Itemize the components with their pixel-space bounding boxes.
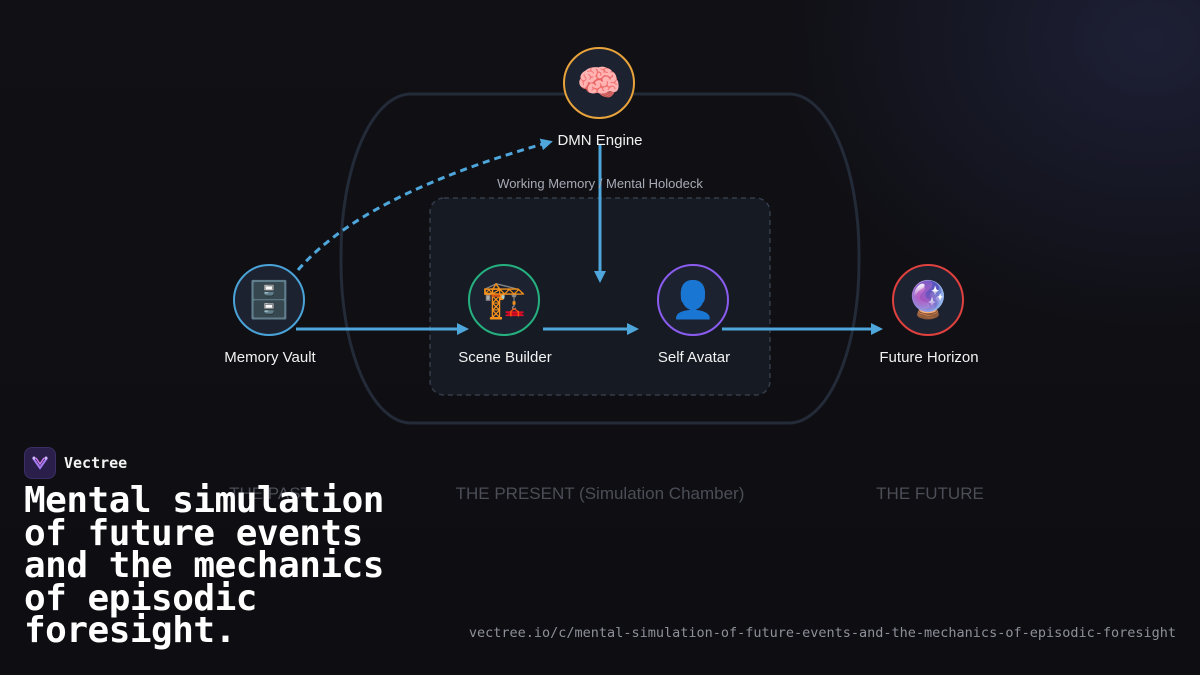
- brain-icon: 🧠: [576, 63, 622, 104]
- file-cabinet-icon: 🗄️: [246, 280, 292, 321]
- future-horizon-label: Future Horizon: [879, 349, 979, 366]
- person-silhouette-icon: 👤: [670, 280, 716, 321]
- vectree-logo-icon: [24, 447, 56, 479]
- dmn-engine-label: DMN Engine: [557, 132, 643, 149]
- scene-builder-label: Scene Builder: [458, 349, 552, 366]
- crane-icon: 🏗️: [481, 280, 527, 321]
- headline: Mental simulation of future events and t…: [24, 480, 384, 651]
- scene-builder-node: 🏗️: [468, 264, 540, 336]
- future-horizon-node: 🔮: [892, 264, 964, 336]
- dmn-engine-node: 🧠: [563, 47, 635, 119]
- article-url[interactable]: vectree.io/c/mental-simulation-of-future…: [468, 625, 1176, 641]
- self-avatar-node: 👤: [657, 264, 729, 336]
- holodeck-label: Working Memory / Mental Holodeck: [497, 176, 703, 191]
- time-label-past: THE PAST: [229, 484, 311, 503]
- time-label-present: THE PRESENT (Simulation Chamber): [455, 484, 745, 503]
- self-avatar-label: Self Avatar: [657, 349, 731, 366]
- brand: Vectree: [24, 447, 127, 479]
- memory-vault-node: 🗄️: [233, 264, 305, 336]
- brand-name: Vectree: [64, 454, 128, 472]
- memory-vault-label: Memory Vault: [224, 349, 316, 366]
- edge-vault-to-dmn-dashed: [296, 138, 553, 271]
- time-label-future: THE FUTURE: [876, 484, 984, 503]
- crystal-ball-icon: 🔮: [905, 280, 951, 321]
